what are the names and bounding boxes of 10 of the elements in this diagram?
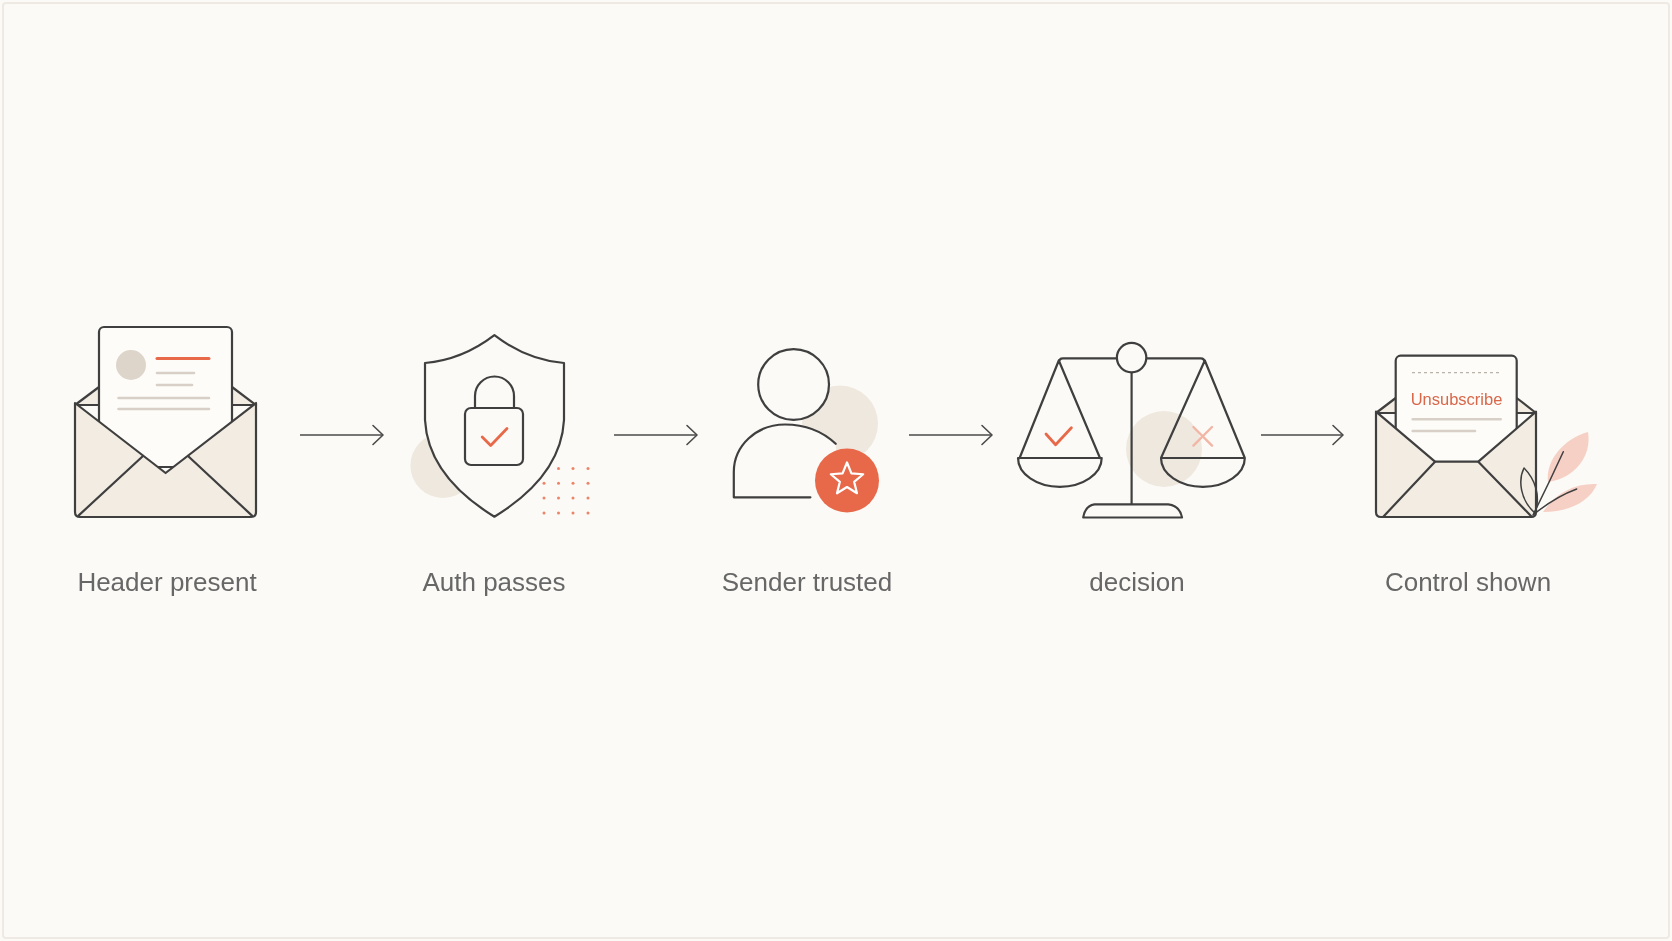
arrow — [908, 424, 993, 446]
step-label: decision — [1089, 566, 1185, 598]
arrow — [613, 424, 698, 446]
arrow — [299, 424, 384, 446]
step-label: Control shown — [1384, 566, 1552, 598]
step-label: Sender trusted — [721, 566, 893, 598]
arrow — [1260, 424, 1344, 446]
step-label: Auth passes — [422, 566, 566, 598]
letter-label: Unsubscribe — [1410, 389, 1503, 409]
step-label: Header present — [77, 566, 257, 598]
